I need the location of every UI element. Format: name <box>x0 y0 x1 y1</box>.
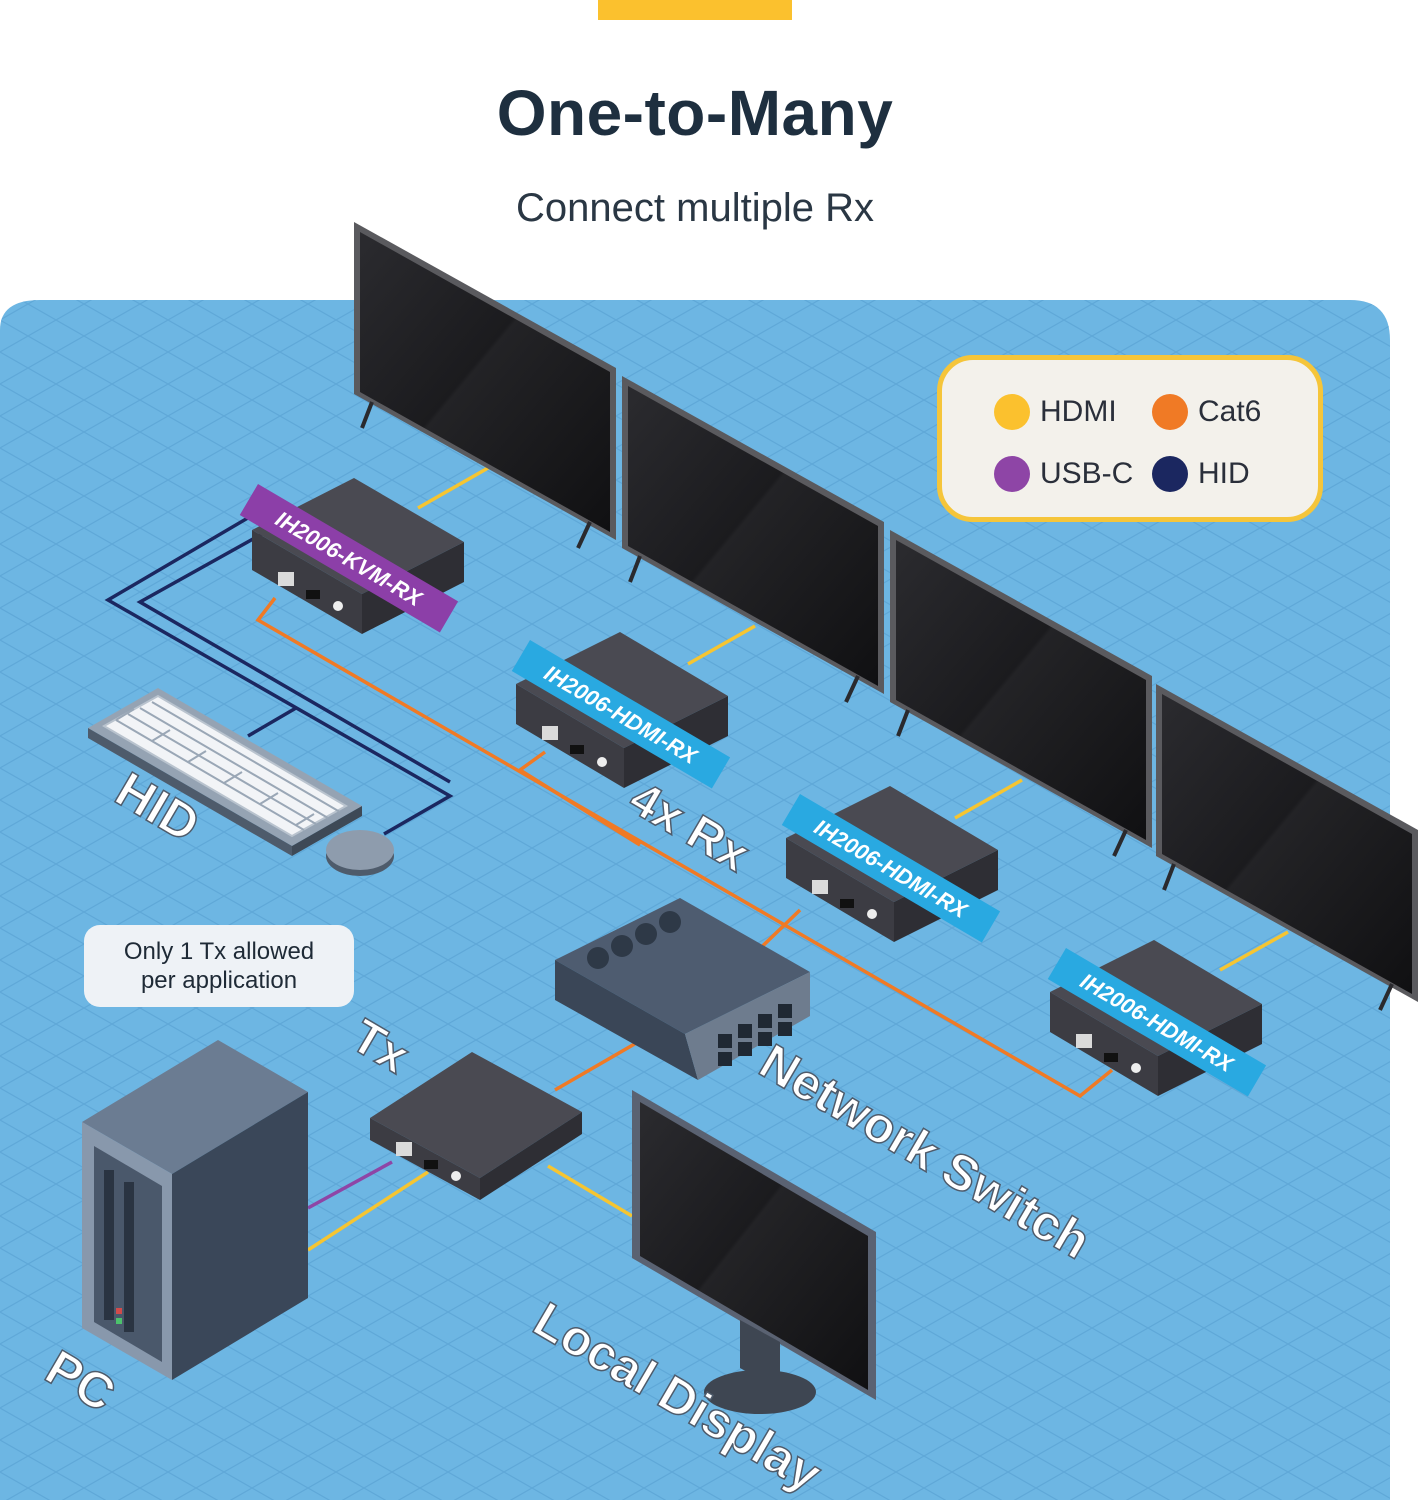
cat6-cables <box>255 596 1114 1099</box>
legend-label-usbc: USB-C <box>1040 457 1134 490</box>
legend-item-hdmi: HDMI <box>994 394 1117 430</box>
network-switch-device <box>555 898 810 1080</box>
kvm-rx-device <box>252 478 464 634</box>
page-subtitle: Connect multiple Rx <box>516 186 874 230</box>
cable-legend: HDMI Cat6 USB-C HID <box>937 355 1323 522</box>
tx-limit-note: Only 1 Tx allowed per application <box>84 925 354 1007</box>
tx-device <box>370 1052 582 1200</box>
legend-label-hdmi: HDMI <box>1040 395 1117 428</box>
tv-3 <box>890 530 1152 857</box>
legend-label-hid: HID <box>1198 457 1250 490</box>
hdmi-cables <box>307 466 1289 1252</box>
legend-label-cat6: Cat6 <box>1198 395 1262 428</box>
local-display-device <box>632 1090 876 1414</box>
keyboard-icon <box>88 688 362 856</box>
note-line-2: per application <box>140 967 298 994</box>
usbc-color-swatch <box>994 456 1030 492</box>
note-line-1: Only 1 Tx allowed <box>123 938 315 965</box>
pc-tower-device <box>82 1040 308 1380</box>
tv-1 <box>354 222 616 549</box>
tv-4 <box>1156 684 1418 1011</box>
legend-item-cat6: Cat6 <box>1152 394 1261 430</box>
hid-cables <box>104 510 454 836</box>
legend-item-usbc: USB-C <box>994 456 1133 492</box>
tv-2 <box>622 376 884 703</box>
usbc-cable <box>307 1160 393 1210</box>
legend-item-hid: HID <box>1152 456 1250 492</box>
cat6-color-swatch <box>1152 394 1188 430</box>
top-accent-bar <box>598 0 792 20</box>
hid-color-swatch <box>1152 456 1188 492</box>
page-title: One-to-Many <box>496 77 894 149</box>
mouse-icon <box>326 830 394 876</box>
hdmi-color-swatch <box>994 394 1030 430</box>
